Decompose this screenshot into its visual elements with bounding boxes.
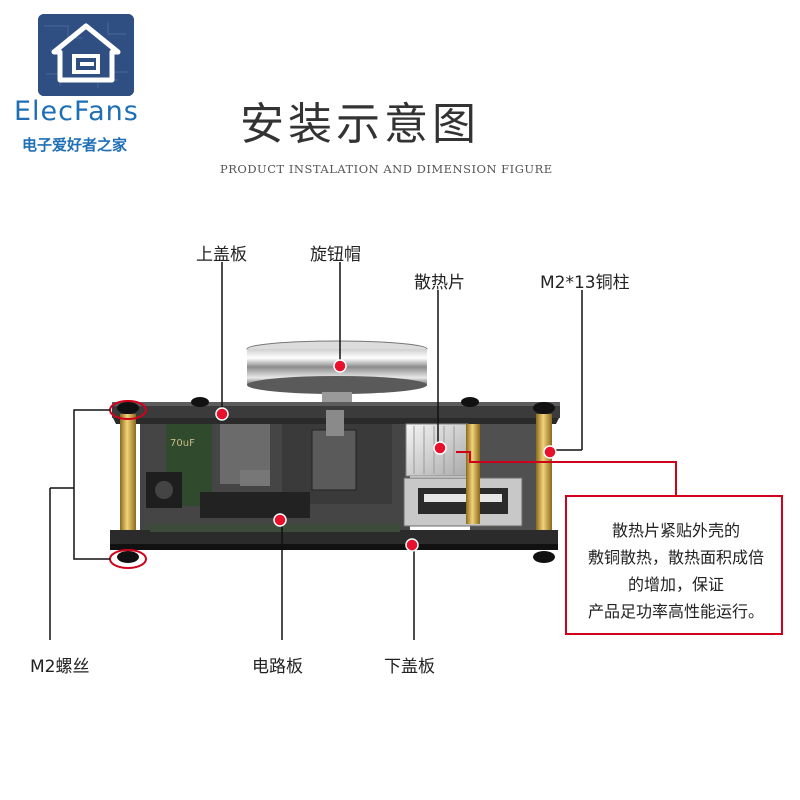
svg-text:70uF: 70uF — [170, 438, 195, 449]
label-bottom-cover: 下盖板 — [384, 657, 435, 677]
note-line: 产品足功率高性能运行。 — [587, 602, 764, 621]
note-line: 的增加，保证 — [627, 575, 724, 594]
logo-brand-text: ElecFans — [14, 96, 139, 127]
label-heatsink: 散热片 — [414, 273, 465, 293]
knob-cap-graphic — [246, 340, 428, 406]
logo-emblem — [38, 14, 134, 96]
screws-graphic — [109, 397, 555, 569]
label-screw: M2螺丝 — [30, 657, 90, 677]
note-line: 敷铜散热，散热面积成倍 — [587, 548, 764, 567]
callout-line — [456, 451, 677, 496]
label-standoff: M2*13铜柱 — [540, 273, 630, 293]
board-interior-graphic: 70uF — [140, 410, 410, 534]
note-line: 散热片紧贴外壳的 — [611, 521, 740, 540]
elecfans-logo: ElecFans 电子爱好者之家 — [14, 12, 164, 154]
bottom-cover-graphic — [110, 524, 558, 550]
page-subtitle: PRODUCT INSTALATION AND DIMENSION FIGURE — [220, 162, 553, 176]
heatsink-note-box: 散热片紧贴外壳的 敷铜散热，散热面积成倍 的增加，保证 产品足功率高性能运行。 — [565, 495, 783, 635]
heatsink-note-text: 散热片紧贴外壳的 敷铜散热，散热面积成倍 的增加，保证 产品足功率高性能运行。 — [567, 517, 785, 625]
marker-dots — [215, 359, 557, 552]
label-top-cover: 上盖板 — [196, 245, 247, 265]
leader-lines — [49, 262, 583, 640]
standoffs-graphic — [120, 414, 552, 534]
logo-tagline: 电子爱好者之家 — [22, 136, 128, 154]
page-title: 安装示意图 — [240, 99, 480, 150]
label-pcb: 电路板 — [252, 657, 303, 677]
label-knob-cap: 旋钮帽 — [310, 245, 361, 265]
